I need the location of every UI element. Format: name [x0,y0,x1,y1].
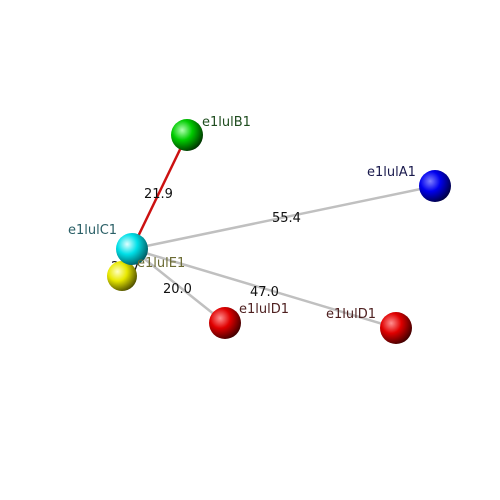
edge-c1-a1 [131,184,436,251]
node-e1lulD1b[interactable] [380,312,412,344]
node-e1lulB1[interactable] [171,119,203,151]
node-label-e1lulA1: e1lulA1 [367,165,416,180]
distance-label-c1-a1: 55.4 [272,211,301,226]
node-label-e1lulD1b: e1lulD1 [326,307,376,322]
node-label-e1lulD1: e1lulD1 [239,302,289,317]
node-label-e1lulB1: e1lulB1 [202,115,251,130]
distance-label-c1-d1b: 47.0 [250,285,279,300]
node-e1lulE1[interactable] [107,261,137,291]
node-e1lulA1[interactable] [419,170,451,202]
edge-c1-b1 [130,134,189,250]
node-label-e1lulC1: e1lulC1 [68,223,117,238]
edge-c1-d1 [131,248,226,324]
distance-label-c1-b1: 21.9 [144,187,173,202]
distance-label-c1-d1: 20.0 [163,282,192,297]
edge-c1-d1b [131,247,397,330]
node-e1lulC1[interactable] [116,233,148,265]
node-label-e1lulE1: e1lulE1 [137,256,185,271]
node-e1lulD1[interactable] [209,307,241,339]
